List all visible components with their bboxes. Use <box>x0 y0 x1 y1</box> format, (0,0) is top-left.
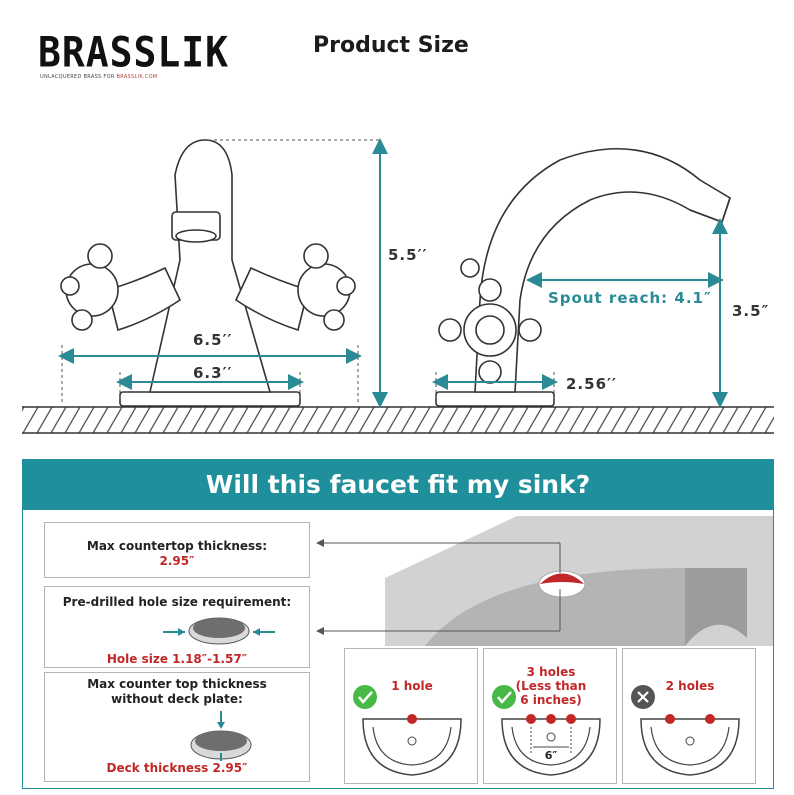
tagline-prefix: UNLACQUERED BRASS FOR <box>40 74 115 80</box>
countertop-thickness-box: Max countertop thickness: 2.95″ <box>44 522 310 578</box>
sink-3-label-3: 6 inches) <box>520 693 582 707</box>
sink-card-1-hole: 1 hole <box>344 648 478 784</box>
deck-label-1: Max counter top thickness <box>87 677 267 691</box>
page-title: Product Size <box>313 33 469 58</box>
sink-3-holes-drawing <box>492 685 601 776</box>
product-size-diagram <box>22 138 774 434</box>
deck-icon <box>190 711 252 761</box>
fit-panel <box>22 510 774 789</box>
sink-2-label: 2 holes <box>665 679 715 693</box>
check-icon <box>492 685 516 709</box>
brand-tagline: UNLACQUERED BRASS FOR BRASSLIK.COM <box>40 74 157 80</box>
width-base-label: 6.3′′ <box>193 364 233 382</box>
front-dimension-lines <box>58 138 388 408</box>
sink-3-label-1: 3 holes <box>526 665 576 679</box>
hole-icon <box>163 617 275 645</box>
sink-1-hole-drawing <box>353 685 462 776</box>
spout-reach-label: Spout reach: 4.1″ <box>548 289 712 307</box>
deck-thickness-box: Max counter top thickness without deck p… <box>44 672 310 782</box>
countertop-hatch <box>22 406 774 434</box>
front-faucet-drawing <box>60 139 380 407</box>
sink-1-label: 1 hole <box>391 679 433 693</box>
connector-lines <box>316 539 561 635</box>
sink-card-3-holes: 3 holes (Less than 6 inches) 6″ <box>483 648 617 784</box>
countertop-label: Max countertop thickness: <box>86 539 268 553</box>
height-label: 5.5′′ <box>388 246 428 264</box>
base-depth-label: 2.56′′ <box>566 375 617 393</box>
sink-2-holes-drawing <box>631 685 740 776</box>
tagline-suffix: BRASSLIK.COM <box>116 74 158 80</box>
sink-card-2-holes: 2 holes <box>622 648 756 784</box>
sink-3-label-2: (Less than <box>515 679 587 693</box>
brand-logo: BRASSLIK <box>38 28 230 77</box>
width-outer-label: 6.5′′ <box>193 331 233 349</box>
spout-height-label: 3.5″ <box>732 302 770 320</box>
check-icon <box>353 685 377 709</box>
countertop-illustration <box>385 516 773 646</box>
hole-label: Pre-drilled hole size requirement: <box>62 595 292 609</box>
hole-size-box: Pre-drilled hole size requirement: Hole … <box>44 586 310 668</box>
sink-3-spacing: 6″ <box>544 749 558 762</box>
deck-value: Deck thickness 2.95″ <box>106 761 248 775</box>
side-dimension-lines <box>432 218 728 408</box>
hole-value: Hole size 1.18″-1.57″ <box>106 652 248 666</box>
deck-label-2: without deck plate: <box>111 692 243 706</box>
fit-banner: Will this faucet fit my sink? <box>22 459 774 510</box>
side-faucet-drawing <box>435 147 731 407</box>
countertop-value: 2.95″ <box>159 554 195 568</box>
